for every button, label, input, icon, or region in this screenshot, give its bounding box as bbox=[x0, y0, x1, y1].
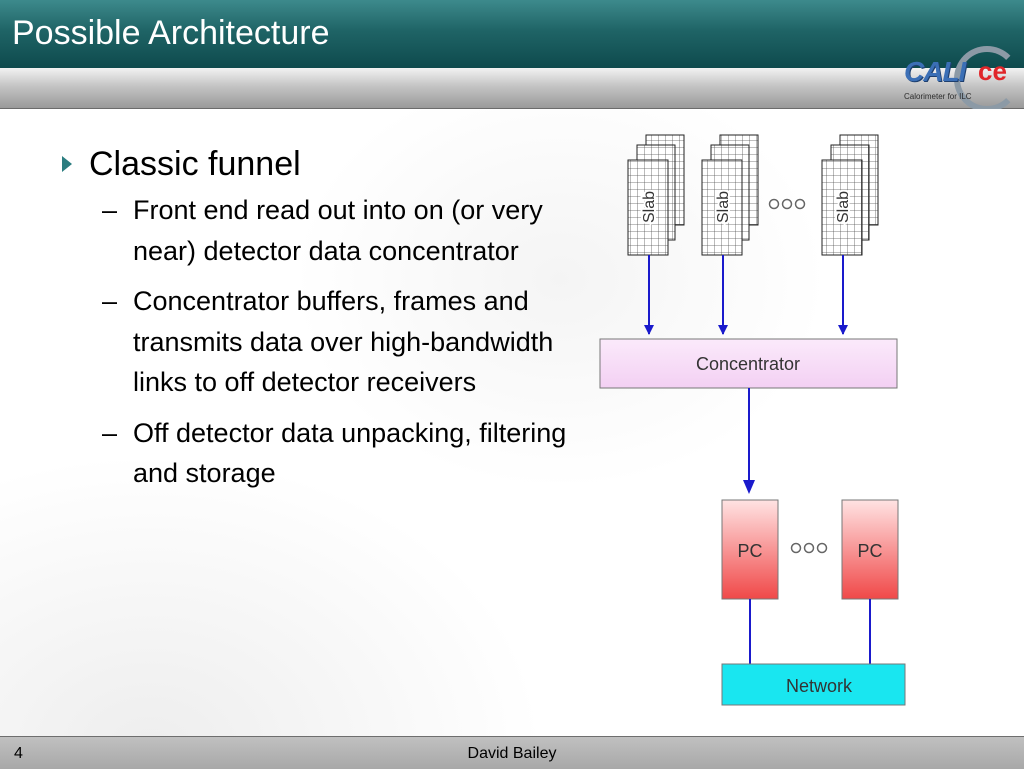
sub-bullet-text: Off detector data unpacking, filtering a… bbox=[133, 417, 567, 489]
network-box: Network bbox=[721, 663, 906, 706]
bullet-list: Classic funnel – Front end read out into… bbox=[60, 142, 580, 504]
slab-stack-2: Slab bbox=[701, 134, 759, 256]
sub-bullet-list: – Front end read out into on (or very ne… bbox=[60, 190, 580, 494]
triangle-bullet-icon bbox=[62, 156, 72, 172]
sub-bullet-text: Front end read out into on (or very near… bbox=[133, 195, 543, 266]
sub-bullet-item: – Front end read out into on (or very ne… bbox=[60, 190, 580, 271]
dash-marker: – bbox=[102, 286, 118, 316]
page-number: 4 bbox=[14, 745, 23, 762]
slab-label: Slab bbox=[715, 191, 732, 223]
header-band bbox=[0, 68, 1024, 109]
network-label: Network bbox=[786, 676, 853, 696]
pc-box-1: PC bbox=[721, 499, 779, 600]
dash-marker: – bbox=[102, 195, 118, 225]
bullet-main-text: Classic funnel bbox=[89, 145, 301, 183]
sub-bullet-item: – Concentrator buffers, frames and trans… bbox=[60, 281, 580, 403]
footer-author: David Bailey bbox=[467, 745, 557, 762]
slide-title: Possible Architecture bbox=[12, 14, 330, 52]
pc-label: PC bbox=[737, 541, 762, 561]
arrow-concentrator-head bbox=[743, 480, 755, 494]
concentrator-label: Concentrator bbox=[696, 354, 800, 374]
ellipsis-pcs bbox=[790, 542, 828, 554]
logo-ce-text: ce bbox=[978, 56, 1007, 86]
logo-subtitle: Calorimeter for ILC bbox=[904, 92, 972, 101]
title-bar: Possible Architecture bbox=[0, 0, 1024, 68]
concentrator-box: Concentrator bbox=[599, 338, 898, 389]
slab-stack-1: Slab bbox=[627, 134, 685, 256]
bullet-main: Classic funnel bbox=[60, 142, 580, 186]
architecture-diagram: Slab Slab Slab Concentrator PC PC bbox=[599, 134, 906, 706]
slab-label: Slab bbox=[641, 191, 658, 223]
calice-logo: CALI ce Calorimeter for ILC bbox=[896, 44, 1020, 112]
dash-marker: – bbox=[102, 417, 118, 448]
sub-bullet-text: Concentrator buffers, frames and transmi… bbox=[133, 286, 554, 397]
footer-bar: 4 David Bailey bbox=[0, 736, 1024, 769]
sub-bullet-item: – Off detector data unpacking, filtering… bbox=[60, 413, 580, 494]
pc-label: PC bbox=[857, 541, 882, 561]
pc-box-2: PC bbox=[841, 499, 899, 600]
logo-cali-text: CALI bbox=[904, 56, 966, 87]
slab-stack-3: Slab bbox=[821, 134, 879, 256]
slab-label: Slab bbox=[835, 191, 852, 223]
ellipsis-slabs bbox=[768, 198, 806, 210]
